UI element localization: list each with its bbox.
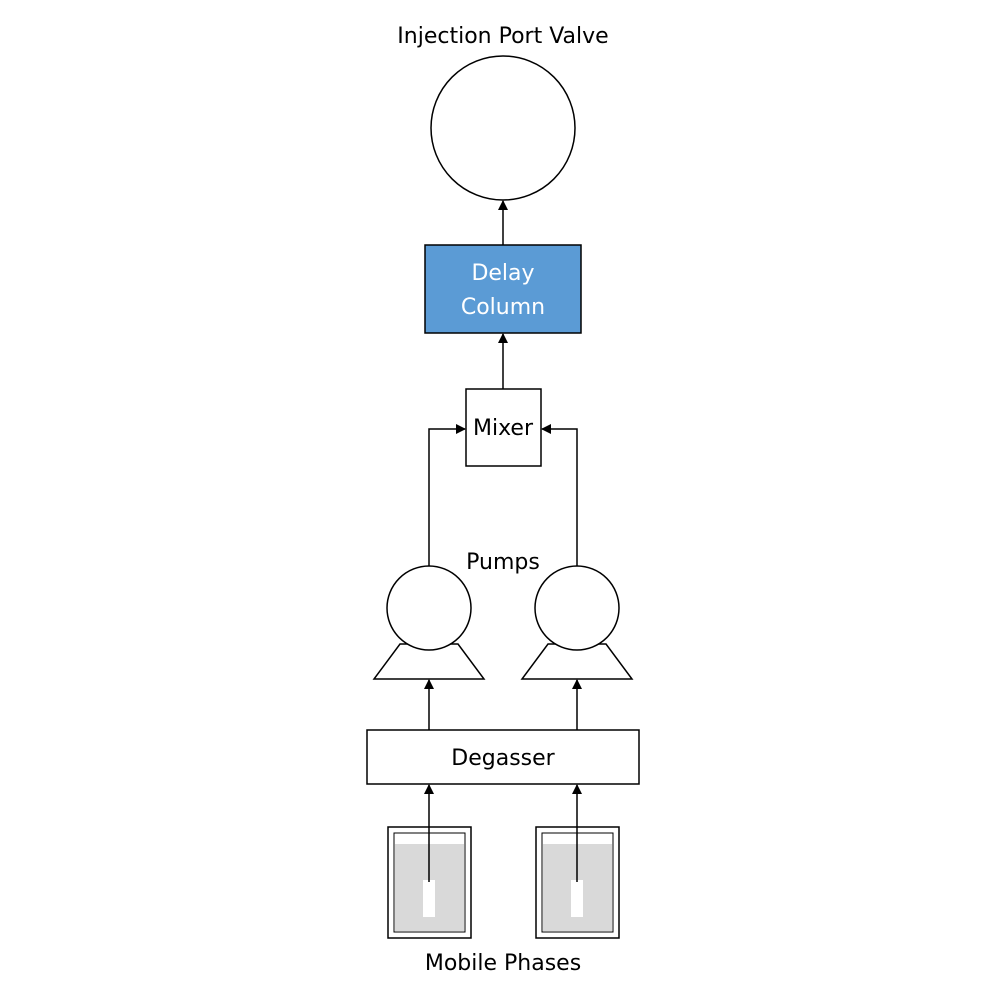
mobile-phases-label: Mobile Phases (425, 951, 581, 976)
right-pump (520, 565, 634, 680)
delay-column-label-line2: Column (461, 295, 545, 320)
arrow-right-pump-to-mixer (541, 424, 578, 567)
arrow-left-pump-to-mixer (428, 424, 466, 567)
mixer (465, 388, 542, 467)
injection-port-valve (430, 55, 576, 201)
left-pump (372, 565, 486, 680)
left-mobile-phase-bottle (387, 826, 472, 939)
injection-port-valve-label: Injection Port Valve (397, 24, 608, 49)
delay-column-label-line1: Delay (471, 261, 534, 286)
pumps-label: Pumps (466, 550, 540, 575)
mixer-label: Mixer (473, 416, 534, 441)
degasser-label: Degasser (451, 746, 555, 771)
degasser (366, 729, 640, 785)
